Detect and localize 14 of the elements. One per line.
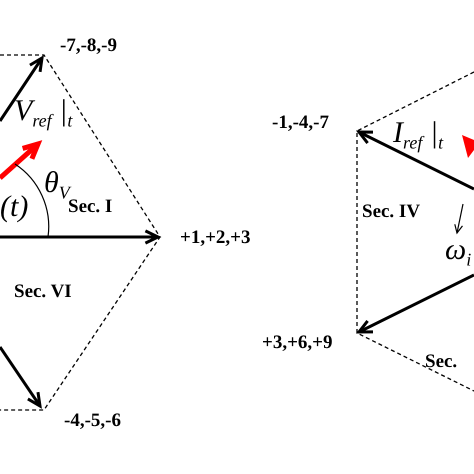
vertex-label: +1,+2,+3 <box>180 228 250 247</box>
vertex-label: +3,+6,+9 <box>262 333 332 352</box>
sector-label: Sec. <box>425 352 458 371</box>
math-label: (t) <box>0 192 28 222</box>
sector-label: Sec. IV <box>362 202 420 221</box>
math-label: I$_{ref}$ |$_{t}$ <box>393 118 444 152</box>
sector-label: Sec. VI <box>14 282 72 301</box>
vertex-label: -7,-8,-9 <box>60 36 117 55</box>
math-label: θ$_{V}$ <box>44 168 70 202</box>
sector-label: Sec. I <box>68 197 112 216</box>
vertex-label: -4,-5,-6 <box>64 411 121 430</box>
vertex-label: -1,-4,-7 <box>272 113 329 132</box>
math-label: V$_{ref}$ |$_{t}$ <box>14 96 72 130</box>
math-label: ω$_{i}$ <box>445 235 472 268</box>
